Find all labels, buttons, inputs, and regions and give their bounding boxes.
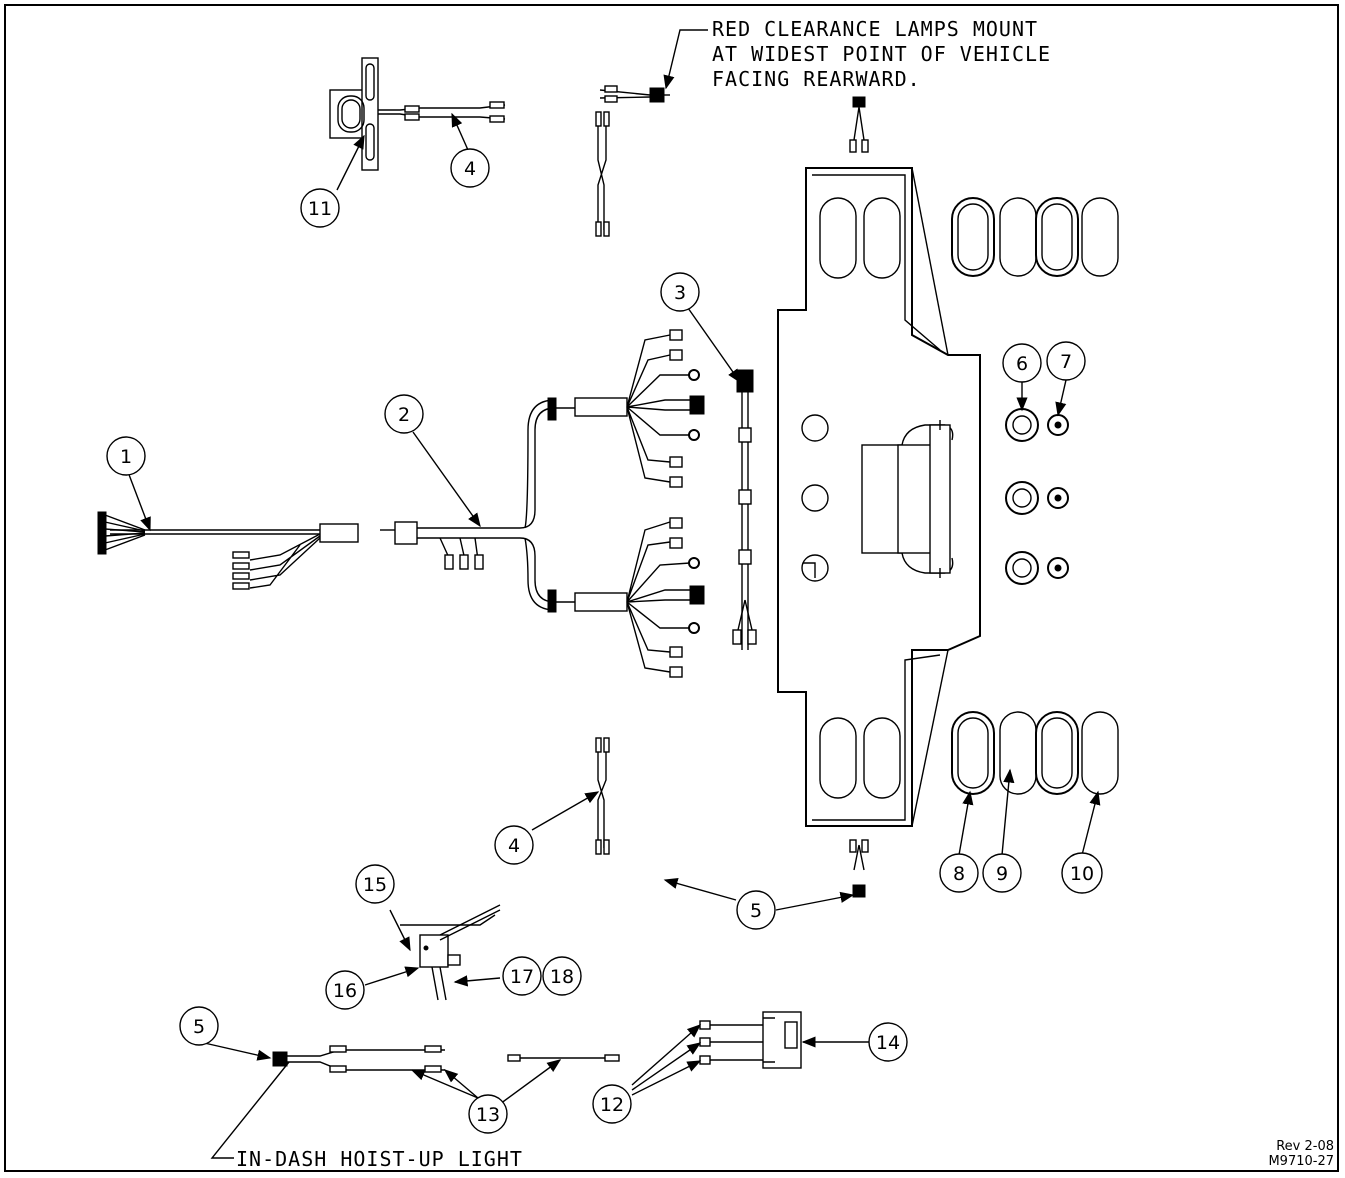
svg-text:11: 11 (308, 198, 332, 220)
callout-bubble-15: 15 (355, 864, 395, 904)
callout-bubble-14: 14 (868, 1022, 908, 1062)
svg-text:15: 15 (363, 874, 387, 896)
callout-bubble-3: 3 (660, 272, 700, 312)
callout-bubble-11: 11 (300, 188, 340, 228)
callout-bubble-4-lower: 4 (494, 825, 534, 865)
svg-text:18: 18 (550, 966, 574, 988)
callout-bubble-13: 13 (468, 1094, 508, 1134)
drawing-number: M9710-27 (1268, 1154, 1334, 1169)
flasher-item-14 (699, 1011, 802, 1069)
callout-bubble-5-left: 5 (179, 1006, 219, 1046)
callout-bubble-16: 16 (325, 970, 365, 1010)
svg-text:14: 14 (876, 1032, 900, 1054)
hoist-light-note: IN-DASH HOIST-UP LIGHT (236, 1147, 523, 1171)
oval-lamps-upper (951, 197, 1119, 277)
mount-bracket-11 (329, 57, 506, 171)
svg-text:17: 17 (510, 966, 534, 988)
callout-bubble-5-right: 5 (736, 890, 776, 930)
callout-bubble-18: 18 (542, 956, 582, 996)
callout-bubble-8: 8 (939, 853, 979, 893)
harness-item-2 (380, 329, 705, 678)
light-bar-plate (777, 167, 981, 827)
svg-text:9: 9 (996, 863, 1008, 885)
svg-text:6: 6 (1016, 353, 1028, 375)
clearance-note-line-1: RED CLEARANCE LAMPS MOUNT (712, 17, 1038, 41)
harness-item-3 (732, 369, 757, 650)
svg-text:5: 5 (193, 1016, 205, 1038)
svg-text:2: 2 (398, 404, 410, 426)
harness-item-4-lower (595, 737, 610, 855)
revision-label: Rev 2-08 (1276, 1139, 1334, 1154)
callout-bubble-1: 1 (106, 436, 146, 476)
svg-text:7: 7 (1060, 351, 1072, 373)
clearance-note-line-2: AT WIDEST POINT OF VEHICLE (712, 42, 1051, 66)
round-lamps (1005, 408, 1069, 585)
svg-text:1: 1 (120, 446, 132, 468)
svg-text:13: 13 (476, 1104, 500, 1126)
callout-bubble-9: 9 (982, 853, 1022, 893)
svg-text:16: 16 (333, 980, 357, 1002)
callout-bubble-6: 6 (1002, 343, 1042, 383)
harness-item-1 (97, 511, 359, 590)
harness-item-13 (272, 1045, 620, 1073)
note-leaders (210, 29, 708, 1159)
clearance-note-line-3: FACING REARWARD. (712, 67, 921, 91)
oval-lamps-lower (951, 711, 1119, 795)
svg-text:5: 5 (750, 900, 762, 922)
drawing-frame (4, 4, 1339, 1172)
callout-leaders (127, 112, 1101, 1105)
callout-bubble-17: 17 (502, 956, 542, 996)
svg-text:4: 4 (508, 835, 520, 857)
svg-text:10: 10 (1070, 863, 1094, 885)
callout-bubble-12: 12 (592, 1084, 632, 1124)
svg-text:3: 3 (674, 282, 686, 304)
callout-bubble-10: 10 (1061, 852, 1103, 894)
callout-bubble-4-upper: 4 (450, 148, 490, 188)
svg-text:8: 8 (953, 863, 965, 885)
callout-bubble-7: 7 (1046, 341, 1086, 381)
switch-assembly (400, 904, 501, 1001)
clearance-pigtails (595, 85, 869, 898)
svg-text:12: 12 (600, 1094, 624, 1116)
svg-text:4: 4 (464, 158, 476, 180)
callout-bubble-2: 2 (384, 394, 424, 434)
